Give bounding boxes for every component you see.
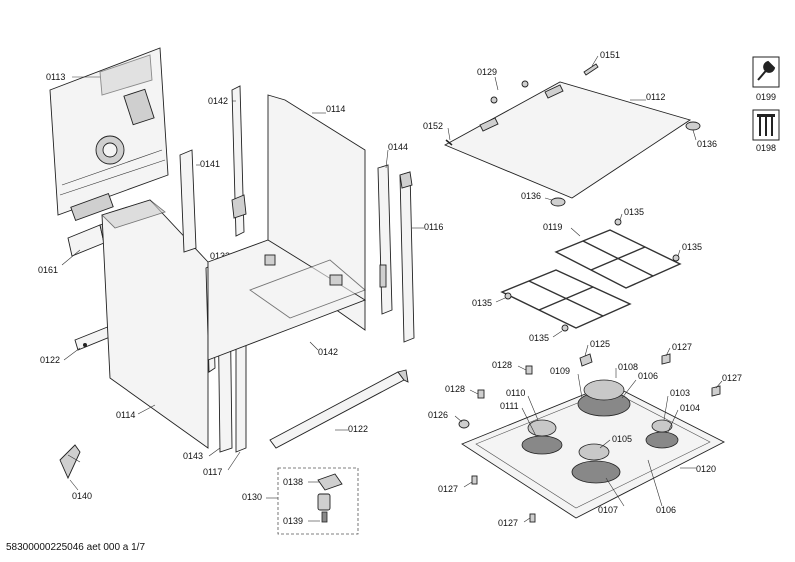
label-0106-bottom: 0106 xyxy=(656,505,676,515)
label-0122-right: 0122 xyxy=(348,424,368,434)
label-0104: 0104 xyxy=(680,403,700,413)
label-0135-bottom: 0135 xyxy=(529,333,549,343)
label-0111: 0111 xyxy=(500,401,519,411)
label-0107: 0107 xyxy=(598,505,618,515)
part-burner-medium-0110 xyxy=(521,419,563,455)
part-hinge-0140 xyxy=(59,444,81,480)
part-vertical-bar-0141 xyxy=(179,149,197,253)
label-0106-top: 0106 xyxy=(638,371,658,381)
label-0114-left: 0114 xyxy=(116,410,135,420)
part-rail-0116 xyxy=(399,171,415,343)
label-0151: 0151 xyxy=(600,50,620,60)
part-kit-box-0130 xyxy=(277,467,359,535)
part-burner-medium-0105 xyxy=(571,443,621,484)
label-0199: 0199 xyxy=(756,92,776,102)
label-0127-bottom: 0127 xyxy=(498,518,518,528)
label-0161: 0161 xyxy=(38,265,58,275)
part-pan-support-0119-upper xyxy=(554,229,682,289)
label-0122-left: 0122 xyxy=(40,355,60,365)
label-0135-left: 0135 xyxy=(472,298,492,308)
part-small-parts xyxy=(458,353,721,523)
label-0130: 0130 xyxy=(242,492,262,502)
part-glass-lid-0112 xyxy=(443,63,701,207)
label-0125: 0125 xyxy=(590,339,610,349)
part-pan-support-0119-lower xyxy=(500,269,632,329)
part-burner-small-0103 xyxy=(645,419,679,449)
part-side-panel-left xyxy=(101,199,209,449)
screws-icon xyxy=(752,109,780,141)
label-0112: 0112 xyxy=(646,92,665,102)
label-0138: 0138 xyxy=(283,477,303,487)
part-burner-large-0108 xyxy=(577,379,631,417)
label-0119: 0119 xyxy=(543,222,562,232)
label-0139: 0139 xyxy=(283,516,303,526)
label-0136-bottom: 0136 xyxy=(521,191,541,201)
wrench-tool-icon xyxy=(752,56,780,88)
part-side-panel-right xyxy=(207,94,367,361)
label-0120: 0120 xyxy=(696,464,716,474)
label-0143: 0143 xyxy=(183,451,203,461)
label-0135-right: 0135 xyxy=(682,242,702,252)
label-0103: 0103 xyxy=(670,388,690,398)
label-0108: 0108 xyxy=(618,362,638,372)
label-0136-right: 0136 xyxy=(697,139,717,149)
part-back-panel xyxy=(49,47,169,221)
label-0128-bottom: 0128 xyxy=(445,384,465,394)
label-0110: 0110 xyxy=(506,388,525,398)
label-0141: 0141 xyxy=(200,159,220,169)
label-0113: 0113 xyxy=(46,72,65,82)
label-0142-upper: 0142 xyxy=(208,96,228,106)
label-0198: 0198 xyxy=(756,143,776,153)
label-0135-top: 0135 xyxy=(624,207,644,217)
label-0144: 0144 xyxy=(388,142,408,152)
label-0127-left: 0127 xyxy=(438,484,458,494)
label-0109: 0109 xyxy=(550,366,570,376)
part-rail-0144 xyxy=(377,164,393,315)
label-0114-right: 0114 xyxy=(326,104,345,114)
label-0105: 0105 xyxy=(612,434,632,444)
label-0117: 0117 xyxy=(203,467,222,477)
label-0126: 0126 xyxy=(428,410,448,420)
label-0142-lower: 0142 xyxy=(318,347,338,357)
label-0127-right: 0127 xyxy=(722,373,742,383)
label-0140: 0140 xyxy=(72,491,92,501)
label-0133: 0133 xyxy=(210,251,230,261)
document-footer: 58300000225046 aet 000 a 1/7 xyxy=(6,542,146,553)
part-rail-0122-right xyxy=(269,369,409,449)
label-0128-top: 0128 xyxy=(492,360,512,370)
label-0116: 0116 xyxy=(424,222,443,232)
label-0127-top: 0127 xyxy=(672,342,692,352)
label-0152: 0152 xyxy=(423,121,443,131)
part-rail-0142-upper xyxy=(231,85,247,237)
label-0129: 0129 xyxy=(477,67,497,77)
